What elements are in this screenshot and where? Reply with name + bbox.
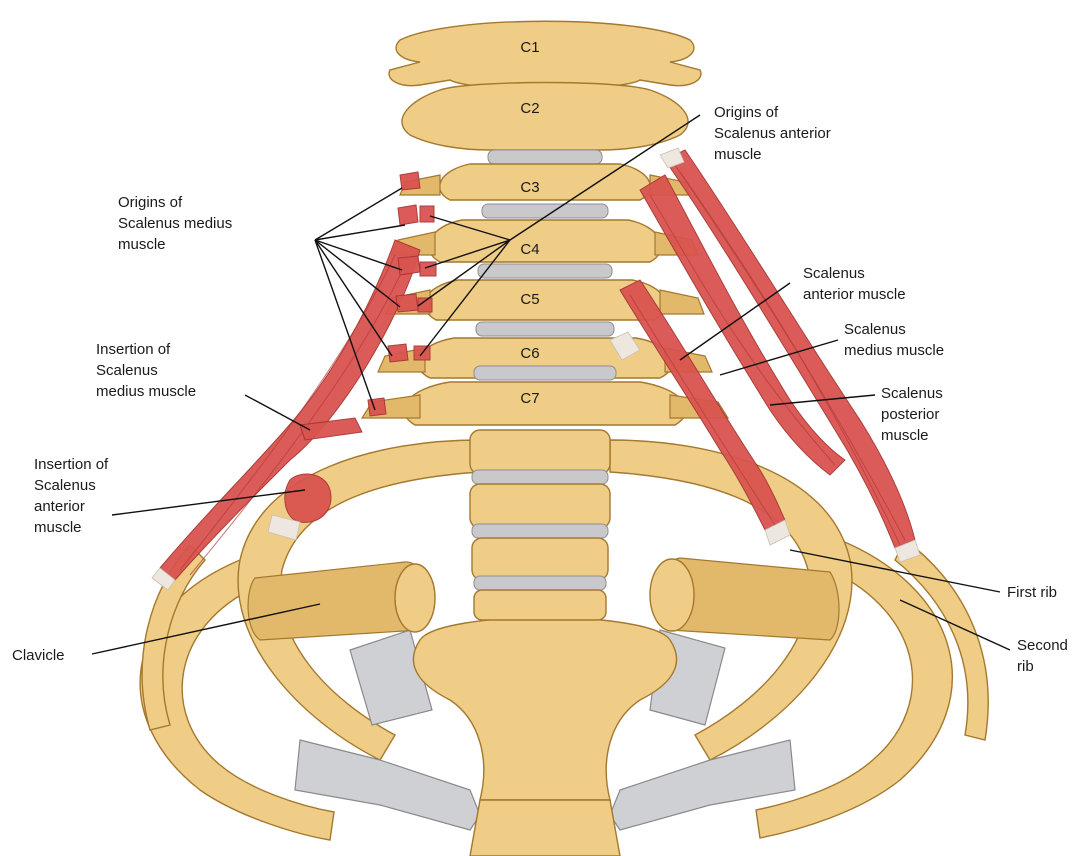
label-origins-scalenus-medius: Origins of Scalenus medius muscle: [118, 194, 236, 253]
label-scalenus-posterior-muscle: Scalenus posterior muscle: [881, 385, 947, 444]
label-scalenus-medius-muscle: Scalenus medius muscle: [844, 321, 944, 359]
vertebra-label-c7: C7: [520, 390, 539, 407]
thoracic-vertebrae: [470, 430, 610, 620]
vertebra-label-c4: C4: [520, 241, 539, 258]
label-insertion-scalenus-medius: Insertion of Scalenus medius muscle: [96, 341, 196, 400]
vertebra-label-c2: C2: [520, 100, 539, 117]
label-origins-scalenus-anterior: Origins of Scalenus anterior muscle: [714, 104, 835, 163]
label-second-rib: Second rib: [1017, 637, 1072, 675]
label-clavicle: Clavicle: [12, 647, 65, 664]
sternum-body: [470, 800, 620, 856]
vertebra-label-c1: C1: [520, 39, 539, 56]
vertebra-label-c6: C6: [520, 345, 539, 362]
label-scalenus-anterior-muscle: Scalenus anterior muscle: [803, 265, 906, 303]
vertebra-label-c5: C5: [520, 291, 539, 308]
vertebra-label-c3: C3: [520, 179, 539, 196]
sternum-manubrium: [413, 618, 676, 801]
label-first-rib: First rib: [1007, 584, 1057, 601]
label-insertion-scalenus-anterior: Insertion of Scalenus anterior muscle: [34, 456, 112, 536]
